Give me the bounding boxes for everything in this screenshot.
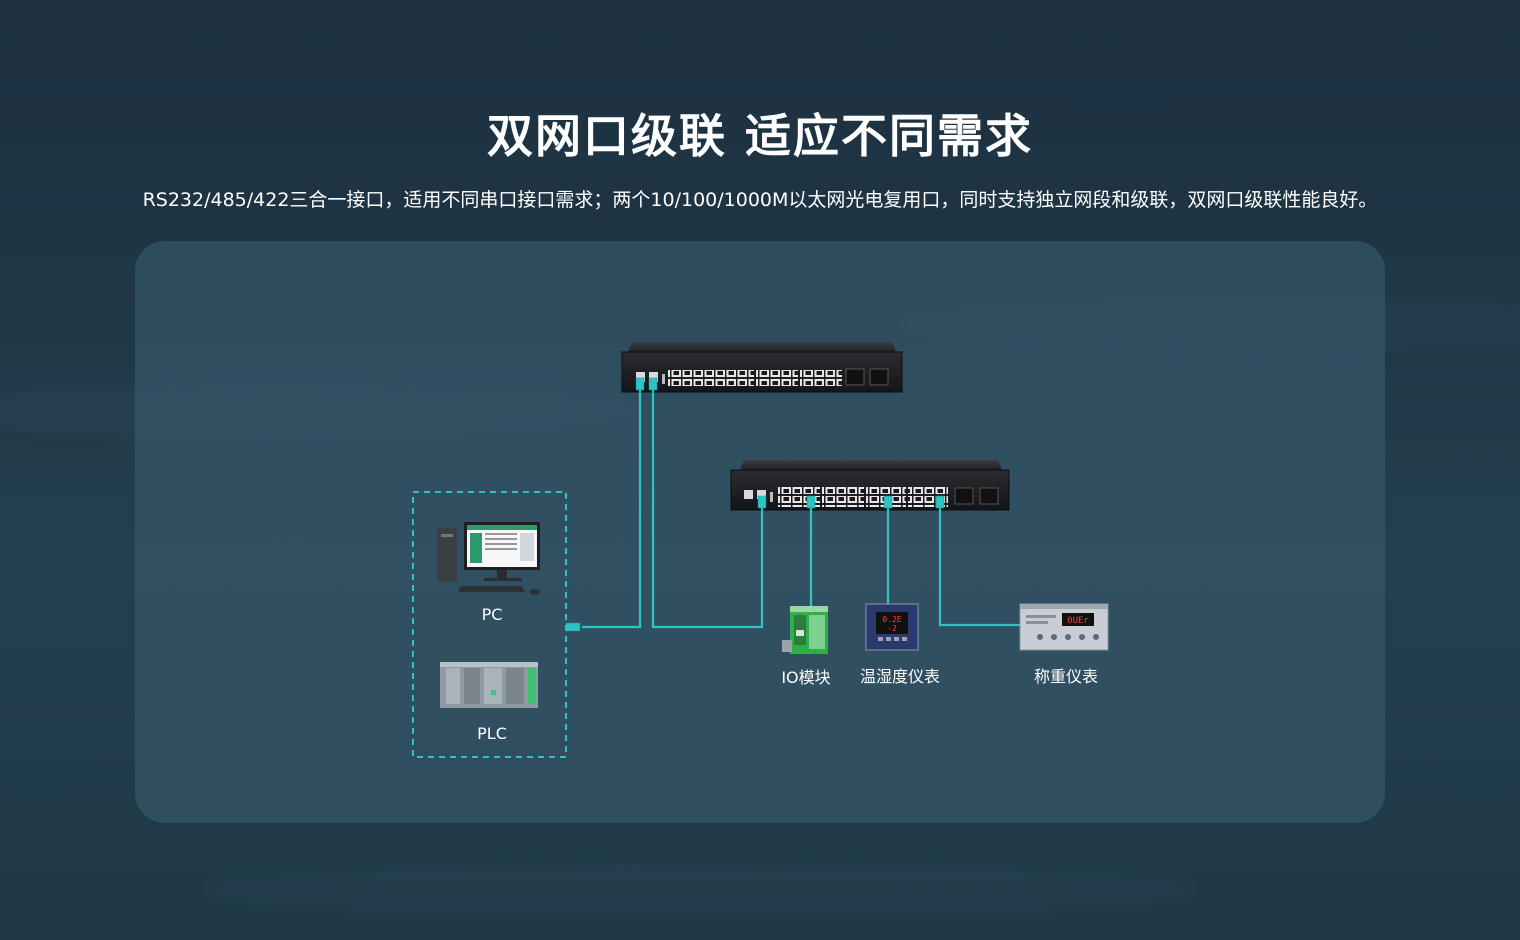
temp-display-top: 0.2E xyxy=(882,615,901,624)
page-title: 双网口级联 适应不同需求 xyxy=(486,109,1033,163)
io-module-icon xyxy=(782,606,828,654)
cable-switch-to-weigh xyxy=(938,500,1020,627)
weigh-label: 称重仪表 xyxy=(1034,667,1098,686)
temp-display-bottom: -2 xyxy=(887,624,897,633)
pc-icon xyxy=(437,522,540,595)
cable-pc-to-switch-top xyxy=(582,382,642,629)
cables xyxy=(582,382,1020,629)
page-subtitle: RS232/485/422三合一接口，适用不同串口接口需求；两个10/100/1… xyxy=(142,189,1378,211)
plc-label: PLC xyxy=(477,724,507,743)
temp-meter-icon: 0.2E -2 xyxy=(865,603,919,651)
pc-label: PC xyxy=(482,605,503,624)
switch-top xyxy=(621,342,903,393)
weigh-meter-icon: 0UEr xyxy=(1019,603,1109,651)
switch-bottom xyxy=(730,460,1010,511)
cable-switch-top-to-switch-bottom xyxy=(651,382,764,629)
diagram-panel xyxy=(135,241,1385,823)
plc-icon xyxy=(440,662,538,708)
io-label: IO模块 xyxy=(781,668,830,687)
temp-label: 温湿度仪表 xyxy=(860,667,940,686)
weigh-display: 0UEr xyxy=(1067,616,1089,626)
